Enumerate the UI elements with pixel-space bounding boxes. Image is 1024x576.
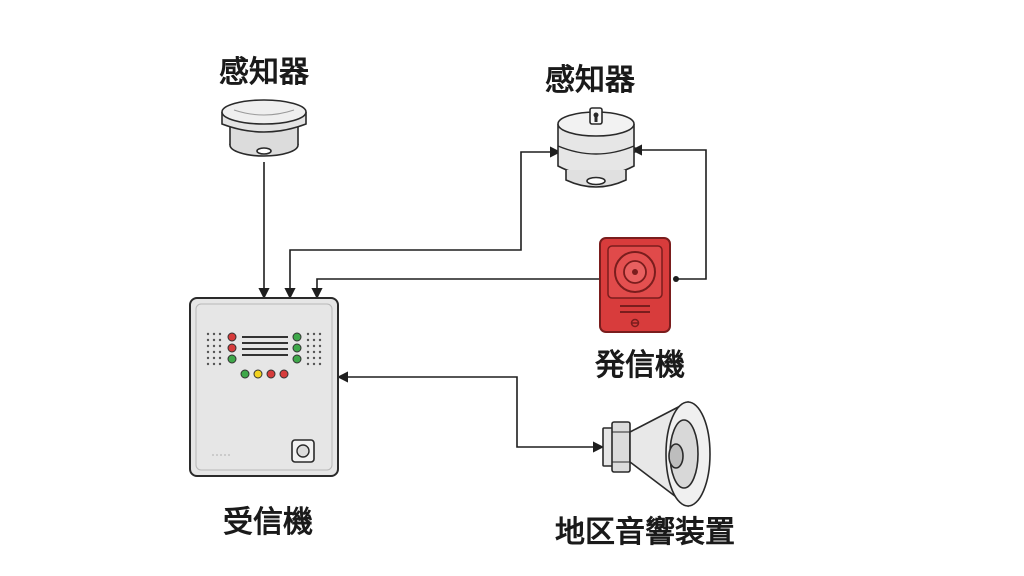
speaker-label: 地区音響装置 <box>555 515 735 550</box>
wire-receiver-to-detector-right <box>284 146 562 300</box>
receiver-label: 受信機 <box>223 505 313 540</box>
transmitter: 発信機 <box>594 237 685 383</box>
receiver-led-red <box>266 369 276 379</box>
detector-left-top <box>221 99 307 125</box>
receiver-display <box>242 336 288 356</box>
detector-left-label: 感知器 <box>219 55 310 90</box>
detector-left-sensor <box>256 147 272 155</box>
wire-receiver-to-speaker <box>336 371 605 453</box>
receiver: 受信機 <box>189 297 339 540</box>
detector-right-label: 感知器 <box>545 63 636 98</box>
receiver-grille-left <box>206 332 222 366</box>
receiver-led-green <box>292 332 302 342</box>
receiver-body <box>189 297 339 477</box>
receiver-led-red <box>279 369 289 379</box>
transmitter-label: 発信機 <box>594 348 685 383</box>
detector-left: 感知器 <box>219 55 310 157</box>
wires <box>258 144 707 453</box>
speaker: 地区音響装置 <box>555 400 735 550</box>
detector-right: 感知器 <box>545 63 636 188</box>
receiver-led-green <box>292 354 302 364</box>
receiver-led-red <box>227 343 237 353</box>
detector-right-sensor <box>586 176 606 186</box>
wire-transmitter-to-receiver <box>311 278 606 300</box>
receiver-led-green <box>240 369 250 379</box>
wire-terminal-dot <box>673 276 679 282</box>
wire-transmitter-to-detector-right <box>630 144 707 280</box>
receiver-grille-right <box>306 332 322 366</box>
receiver-led-green <box>292 343 302 353</box>
receiver-led-yellow <box>253 369 263 379</box>
receiver-led-green <box>227 354 237 364</box>
receiver-led-red <box>227 332 237 342</box>
